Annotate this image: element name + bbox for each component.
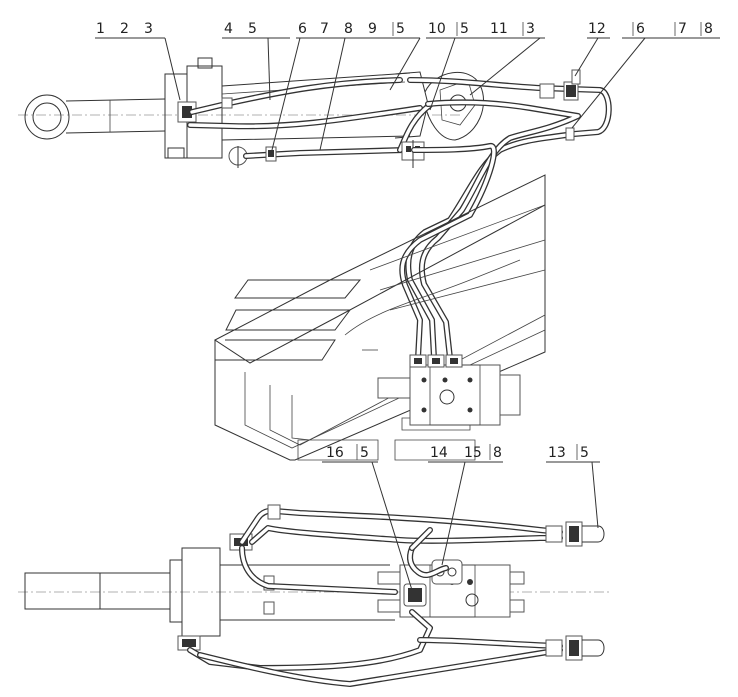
- valve-actuator: [377, 377, 411, 399]
- callout-5b: 5: [396, 21, 405, 37]
- callout-14: 14: [430, 445, 448, 461]
- piston-rod: [65, 98, 166, 134]
- bottom-cylinder-head: [169, 559, 183, 623]
- callout-16: 16: [326, 445, 344, 461]
- callout-11: 11: [490, 21, 508, 37]
- callout-7b: 7: [678, 21, 687, 37]
- callout-15: 15: [464, 445, 482, 461]
- callout-7: 7: [320, 21, 329, 37]
- housing-slot-3: [215, 339, 336, 361]
- bottom-cylinder-flange: [181, 547, 221, 637]
- callout-5e: 5: [580, 445, 589, 461]
- housing-outline: [214, 205, 546, 461]
- callout-8b: 8: [704, 21, 713, 37]
- callout-3b: 3: [526, 21, 535, 37]
- fitting-12-nut: [539, 83, 555, 99]
- rod-eye-bore: [32, 102, 62, 132]
- callout-10: 10: [428, 21, 446, 37]
- callout-5: 5: [248, 21, 257, 37]
- callout-12: 12: [588, 21, 606, 37]
- pipe-clip-right: [565, 127, 575, 141]
- callout-5d: 5: [360, 445, 369, 461]
- rod-eye: [24, 94, 70, 140]
- center-valve-assembly: [214, 174, 546, 461]
- callout-2: 2: [120, 21, 129, 37]
- callout-3: 3: [144, 21, 153, 37]
- callout-1: 1: [96, 21, 105, 37]
- fitting-13-upper-nut: [545, 525, 563, 543]
- pivot-bracket: [424, 71, 485, 141]
- top-assembly: [18, 57, 612, 361]
- fitting-13-lower-nut: [545, 639, 563, 657]
- top-callouts: 1 2 3 4 5 6 7 8 9 5 10 5 11 3 12 6 7 8: [95, 21, 720, 151]
- pipe-long-a: [405, 77, 612, 361]
- cylinder-barrel: [221, 72, 411, 141]
- bottom-piston-rod: [24, 572, 101, 610]
- housing-slot-1: [234, 279, 362, 299]
- callout-8c: 8: [493, 445, 502, 461]
- callout-6: 6: [298, 21, 307, 37]
- housing-slot-2: [225, 309, 351, 331]
- callout-8: 8: [344, 21, 353, 37]
- bottom-callouts: 16 5 14 15 8 13 5: [322, 444, 600, 591]
- callout-13: 13: [548, 445, 566, 461]
- callout-4: 4: [224, 21, 233, 37]
- callout-6b: 6: [636, 21, 645, 37]
- callout-9: 9: [368, 21, 377, 37]
- bottom-assembly: [18, 504, 610, 687]
- valve-block: [409, 364, 501, 426]
- callout-5c: 5: [460, 21, 469, 37]
- housing-upper-panel: [214, 174, 546, 364]
